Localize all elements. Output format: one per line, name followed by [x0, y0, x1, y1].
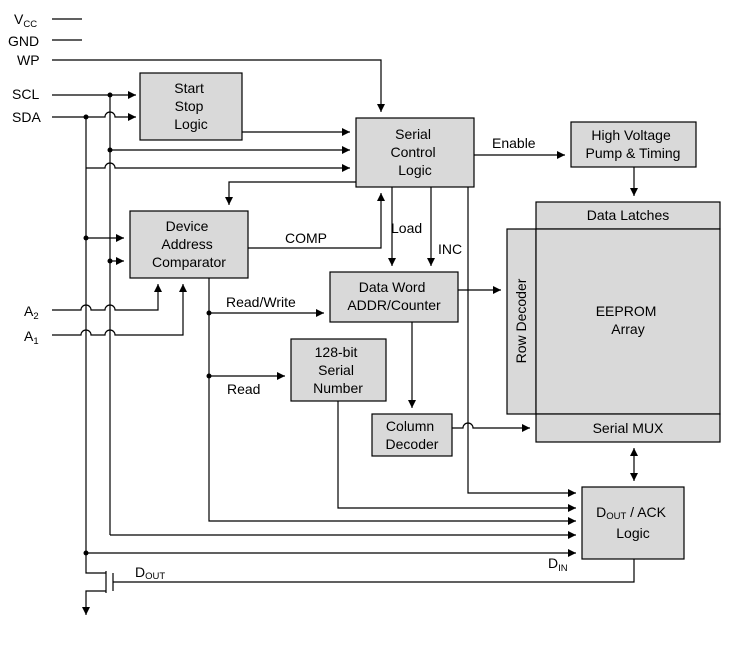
pin-label-vcc: VCC	[14, 11, 37, 30]
serial-control-logic-label: Serial Control Logic	[390, 126, 439, 178]
serial-number-label: 128-bit Serial Number	[313, 344, 363, 396]
comp-label: COMP	[285, 230, 327, 246]
serial-mux-block	[535, 413, 721, 443]
transistor-source	[82, 590, 106, 615]
eeprom-array-label: EEPROM Array	[596, 303, 661, 337]
control-to-dout	[467, 187, 576, 497]
comp-wire	[248, 193, 385, 249]
serial-mux-label: Serial MUX	[593, 420, 664, 436]
pin-label-scl: SCL	[12, 86, 39, 102]
data-latches-label: Data Latches	[587, 207, 670, 223]
serial-control-logic-block	[355, 117, 475, 188]
dout-ack-logic-label: DOUT / ACK Logic	[596, 504, 670, 541]
column-decoder-block	[371, 413, 453, 457]
transistor-drain	[85, 553, 106, 574]
inc-label: INC	[438, 241, 462, 257]
dout-wire	[113, 559, 635, 583]
start-stop-logic-block	[139, 72, 243, 141]
a1-wire	[52, 284, 187, 336]
a2-wire	[52, 284, 162, 311]
dout-label: DOUT	[135, 564, 165, 582]
device-address-comparator-label: Device Address Comparator	[152, 218, 226, 270]
high-voltage-pump-block	[570, 121, 697, 168]
read-label: Read	[227, 381, 260, 397]
data-word-counter-label: Data Word ADDR/Counter	[347, 279, 441, 313]
load-label: Load	[391, 220, 422, 236]
device-address-comparator-block	[129, 210, 249, 279]
column-decoder-label: Column Decoder	[386, 418, 439, 452]
column-to-mux	[452, 422, 530, 432]
wp-wire	[52, 59, 385, 112]
row-decoder-label: Row Decoder	[513, 278, 529, 363]
control-to-device	[225, 181, 356, 205]
enable-label: Enable	[492, 135, 536, 151]
sda-to-control	[86, 162, 350, 172]
sda-wire	[52, 111, 136, 121]
pin-label-gnd: GND	[8, 33, 39, 49]
pin-label-a1: A1	[24, 328, 39, 347]
serial-number-block	[290, 338, 387, 402]
read-write-label: Read/Write	[226, 294, 296, 310]
start-stop-logic-label: Start Stop Logic	[174, 80, 207, 132]
pin-label-sda: SDA	[12, 109, 41, 125]
dout-ack-logic-block	[581, 486, 685, 560]
pin-label-a2: A2	[24, 303, 39, 322]
pin-label-wp: WP	[17, 52, 40, 68]
din-label: DIN	[548, 555, 568, 574]
data-latches-block	[535, 201, 721, 230]
device-readwrite-wire	[208, 278, 576, 525]
high-voltage-pump-label: High Voltage Pump & Timing	[586, 127, 681, 161]
serial-number-to-dout	[337, 401, 576, 512]
eeprom-array-block	[535, 228, 721, 415]
data-word-counter-block	[329, 271, 459, 323]
